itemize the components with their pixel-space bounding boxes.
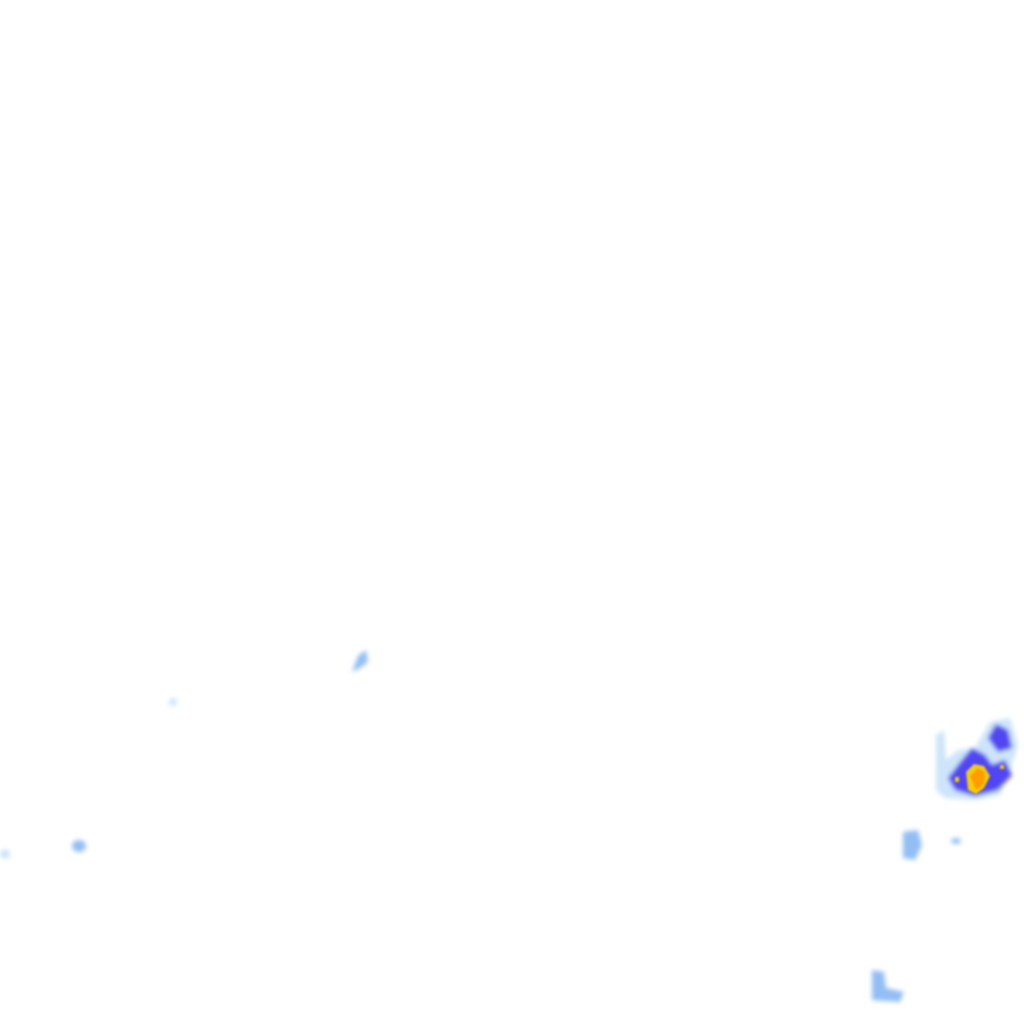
rain-cell-s1 — [903, 830, 922, 860]
rain-cell-small — [352, 650, 368, 672]
rain-cell-small — [0, 849, 10, 859]
rain-cell-small — [72, 840, 86, 852]
rain-core-spot — [1000, 765, 1004, 769]
rain-cell-s3 — [872, 970, 904, 1002]
rain-cell-small — [169, 698, 177, 706]
rain-core-extreme — [970, 768, 985, 790]
rain-core-spot — [955, 777, 959, 782]
rain-cell-ne — [988, 724, 1012, 752]
rain-cell-s2 — [951, 838, 961, 844]
